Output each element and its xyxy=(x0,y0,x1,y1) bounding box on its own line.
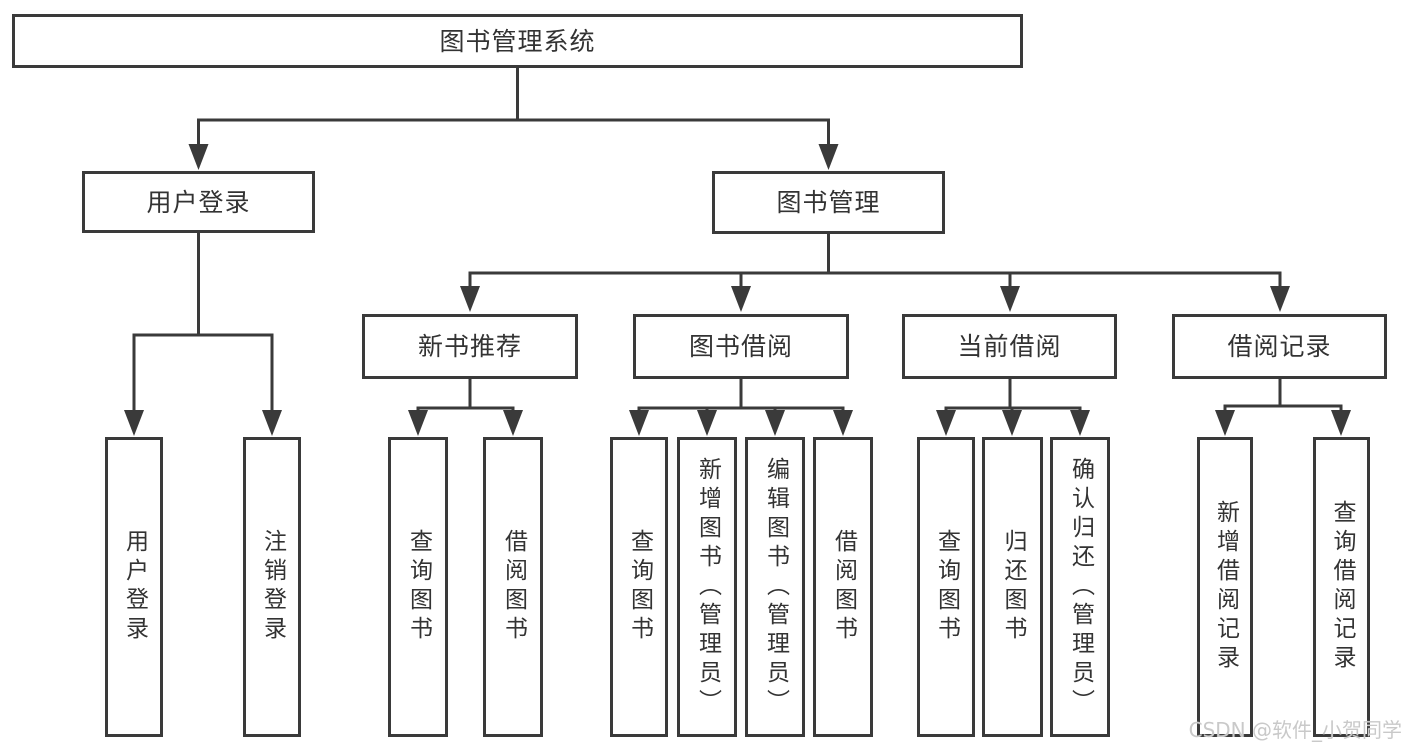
node-book-management: 图书管理 xyxy=(712,171,945,234)
leaf-query-books-current: 查询图书 xyxy=(917,437,975,737)
leaf-user-login: 用户登录 xyxy=(105,437,163,737)
connector-root-to-level2 xyxy=(188,68,839,170)
leaf-confirm-return-admin: 确认归还（管理员） xyxy=(1050,437,1110,737)
node-current-borrowing: 当前借阅 xyxy=(902,314,1117,379)
node-new-book-recommend: 新书推荐 xyxy=(362,314,578,379)
connector-records-to-leaves xyxy=(1215,379,1351,436)
leaf-return-books: 归还图书 xyxy=(982,437,1043,737)
connector-borrow-to-leaves xyxy=(629,379,853,436)
csdn-watermark: CSDN @软件_小贺同学 xyxy=(1188,718,1402,742)
leaf-logout: 注销登录 xyxy=(243,437,301,737)
connector-current-to-leaves xyxy=(936,379,1090,436)
connector-newbooks-to-leaves xyxy=(408,379,523,436)
leaf-borrow-books-recommend: 借阅图书 xyxy=(483,437,543,737)
node-user-login: 用户登录 xyxy=(82,171,315,233)
leaf-add-borrow-record: 新增借阅记录 xyxy=(1197,437,1253,737)
connector-userlogin-to-leaves xyxy=(124,233,282,436)
node-book-borrowing: 图书借阅 xyxy=(633,314,849,379)
leaf-query-borrow-record: 查询借阅记录 xyxy=(1313,437,1370,737)
node-borrowing-records: 借阅记录 xyxy=(1172,314,1387,379)
leaf-add-books-admin: 新增图书（管理员） xyxy=(677,437,737,737)
leaf-edit-books-admin: 编辑图书（管理员） xyxy=(745,437,805,737)
leaf-query-books-recommend: 查询图书 xyxy=(388,437,448,737)
leaf-borrow-books: 借阅图书 xyxy=(813,437,873,737)
node-root-system: 图书管理系统 xyxy=(12,14,1023,68)
connector-bookmgmt-to-level3 xyxy=(460,234,1290,312)
leaf-query-books-borrow: 查询图书 xyxy=(610,437,668,737)
